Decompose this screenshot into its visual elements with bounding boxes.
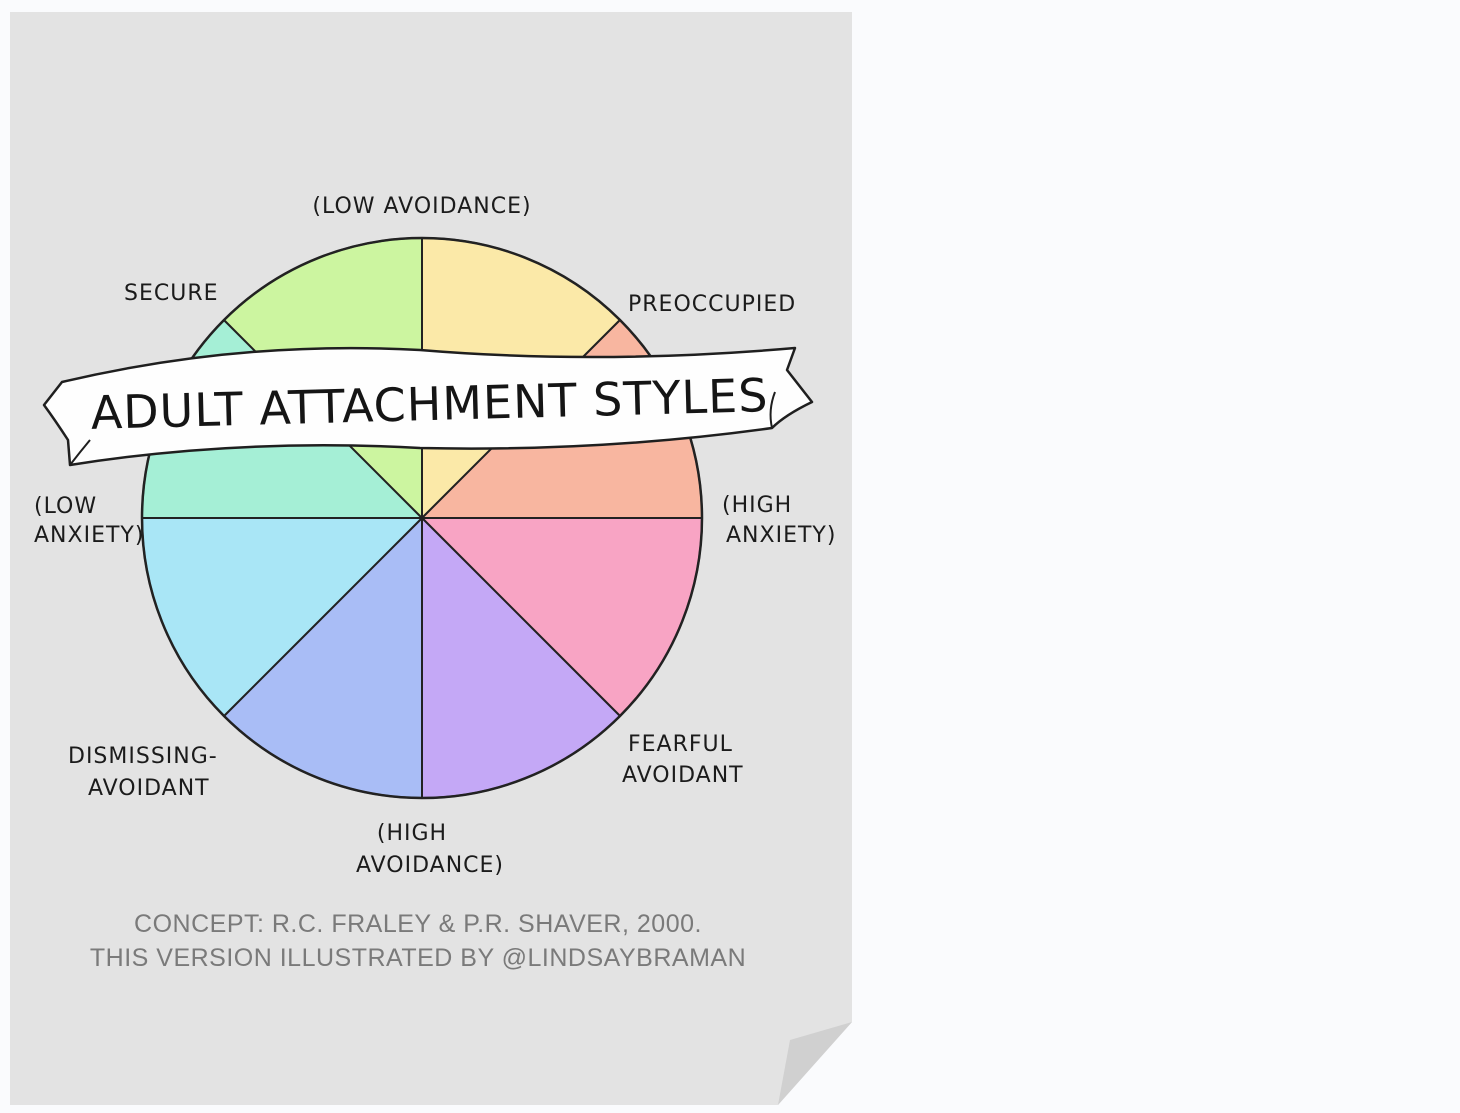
title-banner: ADULT ATTACHMENT STYLES (42, 346, 814, 467)
axis-label-right-line2: ANXIETY) (726, 523, 836, 548)
wheel-outline (140, 236, 704, 800)
axis-label-left-line1: (LOW (34, 494, 97, 519)
style-label-dismissing-line1: DISMISSING- (68, 744, 218, 769)
banner-ribbon (42, 346, 814, 467)
axis-label-left-line2: ANXIETY) (34, 523, 144, 548)
style-label-secure: SECURE (124, 281, 219, 306)
style-label-preoccupied: PREOCCUPIED (628, 292, 796, 317)
attachment-wheel (140, 236, 704, 800)
paper-fold (778, 1022, 852, 1105)
attachment-poster: (LOW AVOIDANCE) (HIGH AVOIDANCE) (LOW AN… (10, 12, 852, 1105)
credit-line-1: CONCEPT: R.C. FRALEY & P.R. SHAVER, 2000… (134, 910, 702, 938)
axis-label-bottom-line1: (HIGH (377, 821, 447, 846)
axis-label-bottom-line2: AVOIDANCE) (356, 853, 504, 878)
credit-line-2: THIS VERSION ILLUSTRATED BY @LINDSAYBRAM… (90, 944, 746, 972)
axis-label-right-line1: (HIGH (722, 493, 792, 518)
style-label-fearful-line1: FEARFUL (628, 732, 733, 757)
poster-svg: (LOW AVOIDANCE) (HIGH AVOIDANCE) (LOW AN… (10, 12, 852, 1105)
style-label-dismissing-line2: AVOIDANT (88, 776, 210, 801)
axis-label-top: (LOW AVOIDANCE) (312, 194, 531, 219)
style-label-fearful-line2: AVOIDANT (622, 763, 744, 788)
